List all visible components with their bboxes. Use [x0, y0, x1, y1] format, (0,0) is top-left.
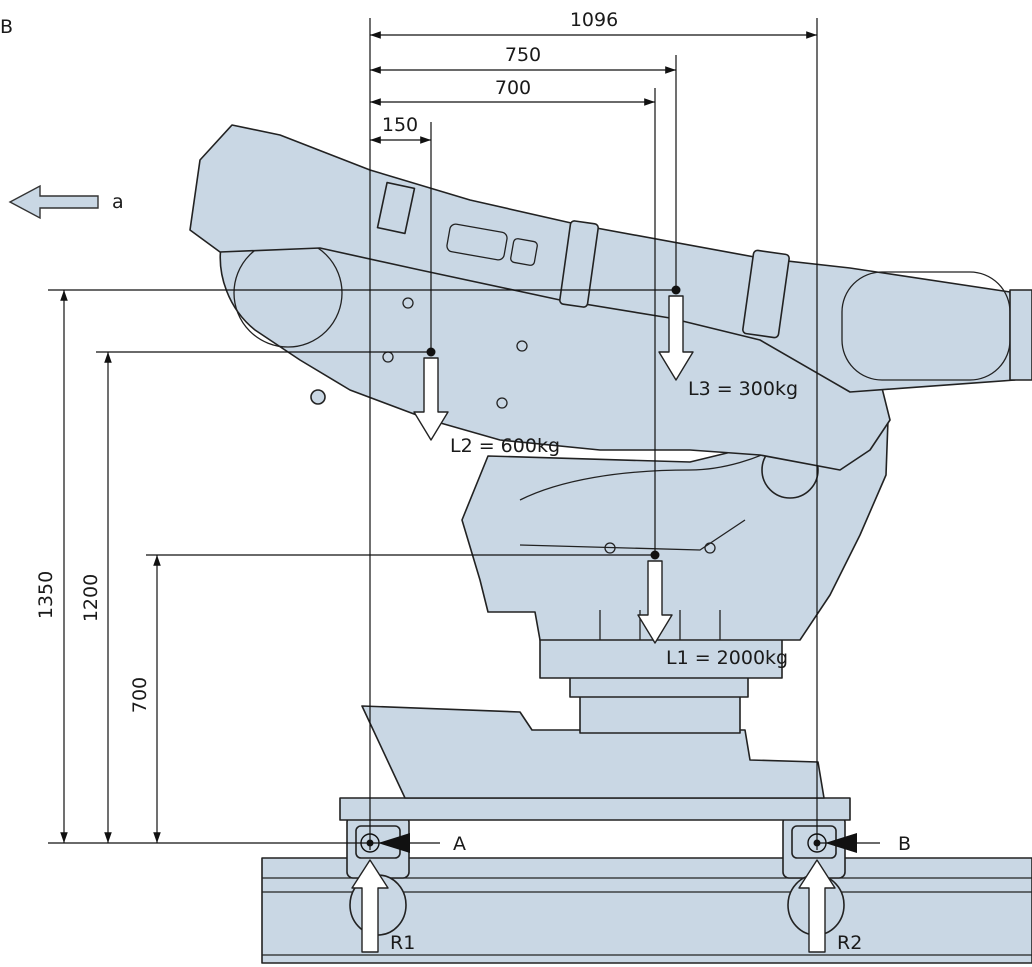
support-label-a: A — [453, 833, 466, 855]
reaction-label-r2: R2 — [837, 932, 862, 954]
support-arrow-b — [825, 833, 857, 853]
direction-arrow-icon — [8, 184, 99, 220]
carriage-plate — [339, 797, 851, 821]
reaction-arrow-r2 — [798, 859, 836, 953]
support-label-b: B — [898, 833, 911, 855]
support-arrow-a — [378, 833, 410, 853]
reaction-label-r1: R1 — [390, 932, 415, 954]
dim-1350: 1350 — [35, 571, 57, 619]
dim-150: 150 — [382, 114, 418, 136]
dim-700-vertical: 700 — [129, 677, 151, 713]
load-arrow-l1 — [637, 560, 673, 644]
load-label-l1: L1 = 2000kg — [666, 647, 788, 669]
dimension-lines — [48, 18, 880, 850]
load-point-l1 — [650, 550, 660, 560]
load-l1 — [637, 550, 673, 644]
dim-1200: 1200 — [80, 574, 102, 622]
support-a — [360, 833, 410, 853]
load-point-l2 — [426, 347, 436, 357]
load-arrow-l2 — [413, 357, 449, 441]
upper-arm — [189, 124, 1032, 393]
dim-750: 750 — [505, 44, 541, 66]
load-point-l3 — [671, 285, 681, 295]
dim-700-horizontal: 700 — [495, 77, 531, 99]
load-arrow-l3 — [658, 295, 694, 381]
load-label-l2: L2 = 600kg — [450, 435, 560, 457]
reaction-arrow-r1 — [351, 859, 389, 953]
load-label-l3: L3 = 300kg — [688, 378, 798, 400]
support-b — [807, 833, 857, 853]
load-l2 — [413, 347, 449, 441]
robot-base — [361, 637, 825, 799]
direction-label: a — [112, 191, 124, 213]
figure-label: B — [0, 16, 13, 38]
load-l3 — [658, 285, 694, 381]
dim-1096: 1096 — [570, 9, 618, 31]
